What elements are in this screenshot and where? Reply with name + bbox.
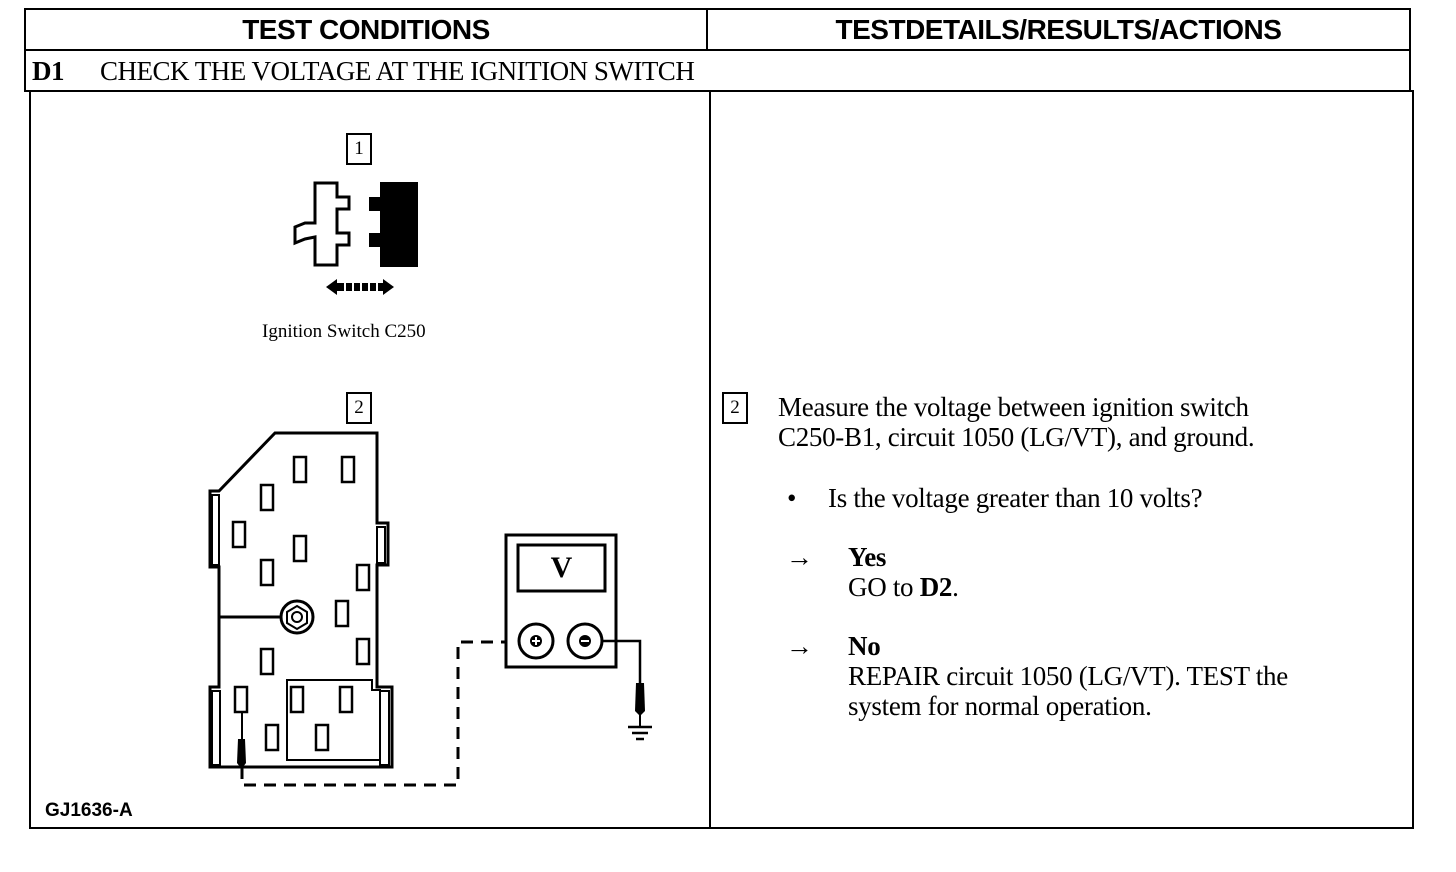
yes-action-prefix: GO to <box>848 572 920 602</box>
voltmeter-display-label: V <box>550 551 573 584</box>
instruction-line-1: Measure the voltage between ignition swi… <box>778 392 1249 422</box>
header-column-divider <box>706 8 708 51</box>
question-bullet: • <box>787 483 797 513</box>
header-test-details: TESTDETAILS/RESULTS/ACTIONS <box>835 14 1282 45</box>
body-column-divider <box>709 90 711 829</box>
yes-action-target: D2 <box>919 572 953 602</box>
details-callout-2: 2 <box>722 392 748 424</box>
figure-callout-2: 2 <box>346 392 372 424</box>
instruction-line-2: C250-B1, circuit 1050 (LG/VT), and groun… <box>778 422 1255 452</box>
connector-left-half <box>293 181 351 267</box>
test-lead-dashed <box>240 640 516 787</box>
table-left-border-lower <box>29 92 31 829</box>
yes-arrow: → <box>786 542 813 572</box>
table-bottom-border <box>29 827 1414 829</box>
switch-meter-illustration <box>208 431 652 787</box>
table-top-border <box>24 8 1411 10</box>
no-arrow: → <box>786 631 813 661</box>
no-label: No <box>848 631 881 661</box>
connector-right-half <box>369 182 418 267</box>
question-text: Is the voltage greater than 10 volts? <box>828 483 1203 513</box>
step-id: D1 <box>32 56 65 86</box>
no-action-line-2: system for normal operation. <box>848 691 1152 721</box>
header-divider <box>24 49 1411 51</box>
figure-id: GJ1636-A <box>45 800 133 821</box>
connector-illustration <box>293 181 418 295</box>
no-action-line-1: REPAIR circuit 1050 (LG/VT). TEST the <box>848 661 1288 691</box>
step-title: CHECK THE VOLTAGE AT THE IGNITION SWITCH <box>100 56 695 86</box>
yes-label: Yes <box>848 542 887 572</box>
step-title-divider <box>24 90 1414 92</box>
yes-action-suffix: . <box>952 572 959 602</box>
table-right-border-lower <box>1412 92 1414 829</box>
voltmeter-display <box>516 543 607 593</box>
yes-action: GO to D2. <box>848 572 959 602</box>
connector-caption: Ignition Switch C250 <box>262 321 426 342</box>
header-test-conditions: TEST CONDITIONS <box>242 14 490 45</box>
figure-callout-1: 1 <box>346 133 372 165</box>
